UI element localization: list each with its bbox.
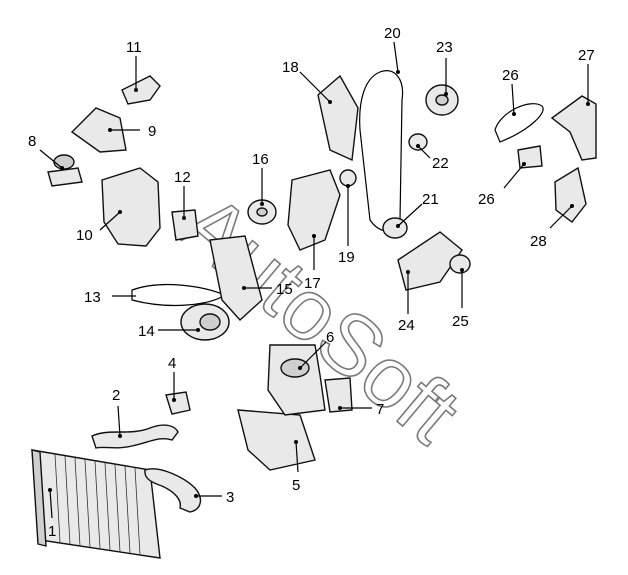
callout-25: 25: [452, 313, 469, 330]
callout-6: 6: [326, 329, 334, 346]
part-26-belt[interactable]: [494, 103, 544, 143]
part-3-hose[interactable]: [144, 468, 202, 513]
callout-28: 28: [530, 233, 547, 250]
callout-13: 13: [84, 289, 101, 306]
part-8-engine-mount[interactable]: [47, 154, 83, 187]
part-14-water-pump[interactable]: [180, 303, 230, 341]
callout-24: 24: [398, 317, 415, 334]
callout-2: 2: [112, 387, 120, 404]
callout-12: 12: [174, 169, 191, 186]
part-10-reservoir[interactable]: [101, 167, 161, 247]
part-9-bracket[interactable]: [70, 107, 127, 153]
callout-10: 10: [76, 227, 93, 244]
callout-3: 3: [226, 489, 234, 506]
part-2-hose[interactable]: [91, 424, 179, 449]
callout-26-top: 26: [502, 67, 519, 84]
part-25-seal[interactable]: [449, 254, 471, 274]
callout-16: 16: [252, 151, 269, 168]
part-16-pulley[interactable]: [247, 199, 277, 225]
callout-15: 15: [276, 281, 293, 298]
part-23-cam-sprocket[interactable]: [425, 84, 459, 116]
callout-labels: 1 2 3 4 5 6 7 8 9 10 11 12 13 14 15 16 1…: [28, 25, 595, 540]
callout-9: 9: [148, 123, 156, 140]
part-19-tensioner[interactable]: [339, 169, 357, 187]
part-17-timing-cover[interactable]: [287, 169, 341, 251]
callout-7: 7: [376, 401, 384, 418]
part-11-sensor[interactable]: [121, 75, 161, 105]
part-7-bracket[interactable]: [324, 377, 353, 413]
callout-17: 17: [304, 275, 321, 292]
callout-20: 20: [384, 25, 401, 42]
callout-21: 21: [422, 191, 439, 208]
part-4-elbow[interactable]: [165, 391, 191, 415]
part-28-bracket[interactable]: [554, 166, 587, 223]
part-5-bracket[interactable]: [237, 409, 316, 471]
part-15-bracket[interactable]: [209, 235, 263, 321]
callout-26-bottom: 26: [478, 191, 495, 208]
callout-14: 14: [138, 323, 155, 340]
callout-23: 23: [436, 39, 453, 56]
part-26-tensioner[interactable]: [517, 145, 543, 169]
part-27-shield[interactable]: [550, 95, 597, 161]
part-6-oil-filter-housing[interactable]: [267, 344, 326, 416]
part-20-timing-belt[interactable]: [359, 70, 404, 232]
callout-11: 11: [126, 39, 142, 56]
callout-5: 5: [292, 477, 300, 494]
callout-4: 4: [168, 355, 176, 372]
callout-27: 27: [578, 47, 595, 64]
leader-lines: [39, 41, 590, 519]
callout-22: 22: [432, 155, 449, 172]
callout-19: 19: [338, 249, 355, 266]
part-22-pulley[interactable]: [408, 133, 428, 151]
callout-18: 18: [282, 59, 299, 76]
callout-1: 1: [48, 523, 56, 540]
part-1-intercooler[interactable]: [31, 449, 161, 559]
callout-8: 8: [28, 133, 36, 150]
part-18-upper-cover[interactable]: [317, 74, 359, 162]
part-12-bracket[interactable]: [171, 209, 199, 241]
